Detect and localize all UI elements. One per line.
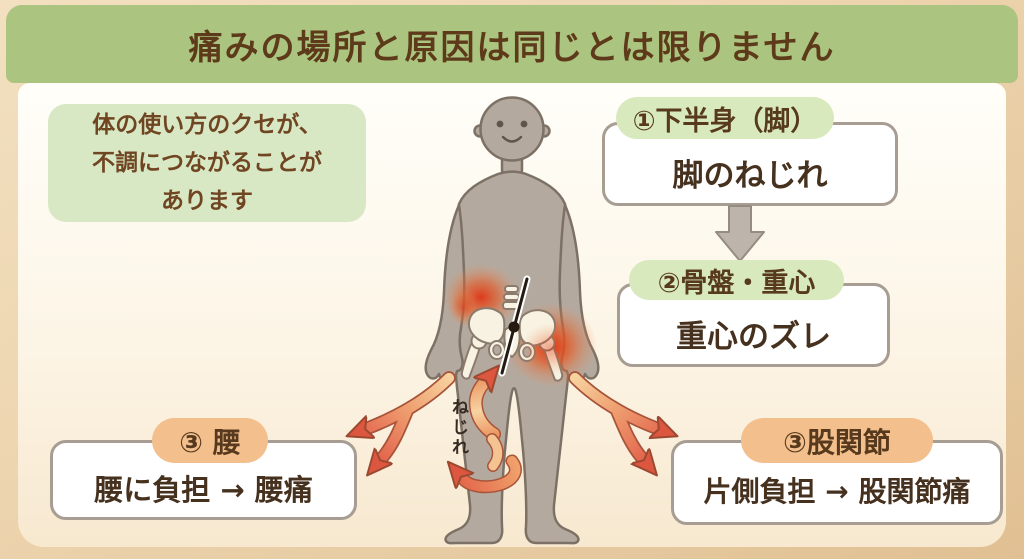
- info-line: 体の使い方のクセが、: [92, 112, 322, 138]
- step3-hip-body-text: 片側負担 → 股関節痛: [703, 475, 971, 508]
- title-band: 痛みの場所と原因は同じとは限りません: [6, 5, 1018, 83]
- page-title: 痛みの場所と原因は同じとは限りません: [188, 27, 836, 68]
- twist-label: ねじれ: [448, 398, 468, 458]
- info-line: 不調につながることが: [92, 150, 322, 176]
- info-box: 体の使い方のクセが、 不調につながることが あります: [48, 104, 366, 222]
- step3-waist-header: ③ 腰: [152, 418, 268, 463]
- info-line: あります: [161, 188, 253, 214]
- step2-body-text: 重心のズレ: [676, 318, 831, 355]
- step1-body-text: 脚のねじれ: [672, 157, 828, 194]
- step3-hip-header: ③股関節: [741, 418, 933, 463]
- step1-header: ①下半身（脚）: [616, 97, 834, 139]
- step3-waist-body-text: 腰に負担 → 腰痛: [94, 472, 313, 507]
- step2-header: ②骨盤・重心: [629, 260, 844, 300]
